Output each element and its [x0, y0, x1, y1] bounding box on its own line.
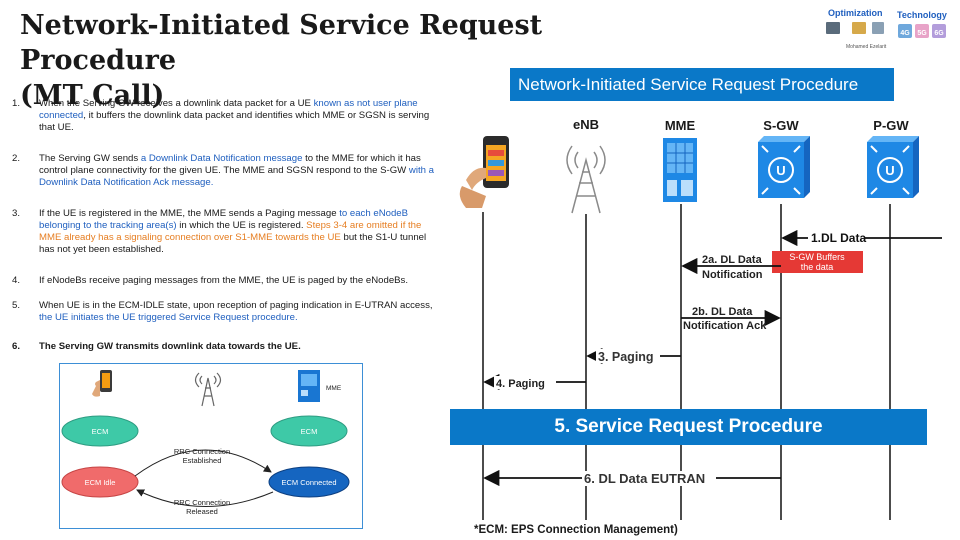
node-label-mme: MME	[664, 118, 696, 133]
arrow-eutran-label-bg	[582, 471, 716, 486]
step-number: 3.	[12, 208, 21, 219]
logo-badge-5g-text: 5G	[917, 30, 927, 37]
ecm-state-left	[61, 415, 139, 447]
step-text-segment: The Serving GW sends	[39, 153, 141, 164]
node-label-enb: eNB	[572, 117, 599, 132]
pgw-router-glyph: U	[885, 163, 894, 178]
ecm-mme-label: MME	[326, 385, 342, 392]
step-text: If the UE is registered in the MME, the …	[39, 208, 435, 256]
mme-server-icon	[663, 138, 697, 202]
logo: Optimization Technology 4G 5G 6G Mohamed…	[822, 6, 952, 52]
mme-server-icon	[298, 370, 320, 402]
logo-badge-6g-text: 6G	[934, 30, 944, 37]
enb-tower-icon	[566, 145, 606, 214]
ue-phone-icon	[92, 370, 112, 397]
pgw-router-icon: U	[867, 136, 919, 198]
logo-badge-4g-text: 4G	[900, 30, 910, 37]
ecm-connected-label: ECM Connected	[281, 478, 336, 487]
logo-icon-1	[826, 22, 840, 34]
sequence-header: Network-Initiated Service Request Proced…	[510, 68, 894, 101]
logo-icon-3	[872, 22, 884, 34]
step-text-segment: The Serving GW transmits downlink data t…	[39, 341, 301, 352]
service-request-procedure-bar: 5. Service Request Procedure	[450, 409, 927, 445]
step-text-segment: to each eNodeB belonging to the tracking…	[39, 208, 409, 231]
step-text: When the Serving GW receives a downlink …	[39, 98, 435, 134]
rrc-established-arrow	[134, 449, 272, 477]
step-text-segment: with a Downlink Data Notification Ack me…	[39, 165, 434, 188]
step-text-segment: a Downlink Data Notification message	[140, 153, 303, 164]
step-text-segment: If the UE is registered in the MME, the …	[39, 208, 340, 219]
step-text: The Serving GW sends a Downlink Data Not…	[39, 153, 435, 189]
logo-badge-5g	[915, 24, 929, 38]
arrow-dl-data-label-bg	[808, 231, 865, 245]
ecm-state-right	[270, 415, 348, 447]
step-text-segment: Steps 3-4 are omitted if the MME already…	[39, 220, 422, 243]
title-line-2: (MT Call)	[20, 80, 165, 111]
page-title: Network-Initiated Service Request Proced…	[20, 8, 660, 113]
rrc-released-label-2: Released	[186, 507, 218, 516]
logo-word-technology: Technology	[897, 10, 947, 20]
step-text-segment: , it buffers the downlink data packet an…	[39, 110, 430, 133]
step-text: If eNodeBs receive paging messages from …	[39, 275, 435, 287]
title-line-1: Network-Initiated Service Request Proced…	[20, 10, 543, 76]
ecm-idle-label: ECM Idle	[85, 478, 116, 487]
enb-tower-icon	[194, 372, 222, 407]
sgw-router-icon: U	[758, 136, 810, 198]
step-number: 1.	[12, 98, 21, 109]
ecm-state-right-label: ECM	[301, 427, 318, 436]
rrc-established-label-1: RRC Connection	[174, 447, 230, 456]
sgw-buffer-note-line-1: S-GW Buffers	[789, 252, 845, 262]
sgw-buffer-note	[772, 251, 863, 273]
sgw-router-glyph: U	[776, 163, 785, 178]
ecm-connected-state	[268, 466, 350, 498]
step-text: The Serving GW transmits downlink data t…	[39, 341, 435, 353]
step-number: 2.	[12, 153, 21, 164]
sgw-buffer-note-line-2: the data	[801, 262, 834, 272]
msg-paging-3: 3. Paging	[598, 350, 654, 364]
msg-paging-4: 4. Paging	[496, 378, 545, 390]
step-text-segment: If eNodeBs receive paging messages from …	[39, 275, 409, 286]
step-number: 5.	[12, 300, 21, 311]
logo-icon-2	[852, 22, 866, 34]
step-text-segment: the UE initiates the UE triggered Servic…	[39, 312, 298, 323]
msg-dl-data-eutran: 6. DL Data EUTRAN	[584, 471, 705, 486]
step-number: 4.	[12, 275, 21, 286]
msg-2b-line-2: Notification Ack	[683, 320, 767, 332]
rrc-released-label-1: RRC Connection	[174, 498, 230, 507]
step-text-segment: in which the UE is registered.	[176, 220, 307, 231]
node-label-pgw: P-GW	[873, 118, 909, 133]
rrc-released-arrow	[136, 489, 274, 507]
msg-2a-line-2: Notification	[702, 269, 763, 281]
ecm-idle-state	[61, 466, 139, 498]
msg-2b-line-1: 2b. DL Data	[692, 306, 753, 318]
arrow-paging-label-bg	[596, 349, 660, 363]
arrow-paging-4-label-bg	[494, 376, 556, 389]
logo-badge-4g	[898, 24, 912, 38]
step-text-segment: When UE is in the ECM-IDLE state, upon r…	[39, 300, 433, 311]
logo-author: Mohamed Ezelarit	[846, 44, 887, 50]
logo-word-optimization: Optimization	[828, 8, 883, 18]
ecm-state-left-label: ECM	[92, 427, 109, 436]
msg-2a-line-1: 2a. DL Data	[702, 254, 763, 266]
ecm-state-diagram: MME ECM ECM ECM Idle ECM Connected RRC C…	[59, 363, 363, 529]
step-text-segment: to the MME for which it has control plan…	[39, 153, 421, 176]
logo-badge-6g	[932, 24, 946, 38]
step-text-segment: but the S1-U tunnel has not yet been est…	[39, 232, 427, 255]
ue-phone-icon	[459, 136, 509, 208]
node-label-sgw: S-GW	[763, 118, 799, 133]
rrc-established-label-2: Established	[183, 456, 222, 465]
footnote: *ECM: EPS Connection Management)	[474, 524, 678, 536]
step-text-segment: known as not user plane connected	[39, 98, 418, 121]
step-number: 6.	[12, 341, 21, 352]
logo-graphic: 4G 5G 6G	[826, 22, 946, 38]
msg-dl-data: 1.DL Data	[811, 231, 866, 245]
step-text: When UE is in the ECM-IDLE state, upon r…	[39, 300, 435, 324]
step-text-segment: When the Serving GW receives a downlink …	[39, 98, 314, 109]
